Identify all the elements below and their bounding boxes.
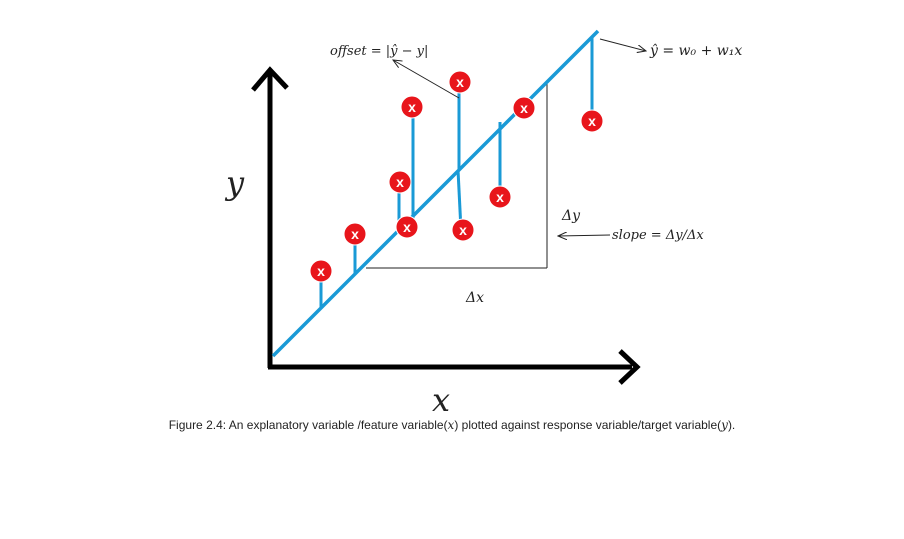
data-points: x x x x x x x x: [309, 70, 604, 283]
data-point: x: [400, 95, 424, 119]
data-point-label: x: [496, 189, 504, 205]
axes: [251, 66, 641, 385]
data-point-label: x: [588, 113, 596, 129]
y-axis-arrowhead: [251, 66, 289, 92]
data-point-label: x: [520, 100, 528, 116]
data-point-label: x: [456, 74, 464, 90]
delta-y-label: Δy: [561, 208, 581, 224]
slope-arrow: [558, 235, 611, 236]
data-point-label: x: [351, 226, 359, 242]
data-point: x: [451, 218, 475, 242]
offset-arrow: [393, 60, 460, 99]
data-point-label: x: [459, 222, 467, 238]
data-point-label: x: [403, 219, 411, 235]
regression-equation: ŷ = w₀ + w₁x: [649, 42, 742, 59]
x-axis-label: x: [432, 381, 450, 419]
figure-caption: Figure 2.4: An explanatory variable /fea…: [0, 418, 904, 432]
data-point-label: x: [317, 263, 325, 279]
x-axis-arrowhead: [618, 349, 641, 385]
data-point: x: [580, 109, 604, 133]
data-point: x: [388, 170, 412, 194]
slope-triangle: [366, 82, 548, 269]
data-point: x: [448, 70, 472, 94]
data-point: x: [309, 259, 333, 283]
data-point-label: x: [408, 99, 416, 115]
data-point: x: [512, 96, 536, 120]
data-point-label: x: [396, 174, 404, 190]
regression-equation-arrow: [599, 38, 646, 51]
data-point: x: [395, 215, 419, 239]
slope-formula: slope = Δy/Δx: [612, 228, 704, 243]
offset-formula: offset = |ŷ − y|: [330, 44, 428, 59]
data-point: x: [343, 222, 367, 246]
y-axis-label: y: [224, 164, 245, 202]
regression-line: [271, 29, 600, 358]
caption-var-x: x: [447, 418, 455, 432]
caption-prefix: Figure 2.4: An explanatory variable /fea…: [168, 418, 448, 432]
caption-var-y: y: [721, 418, 728, 432]
data-point: x: [488, 185, 512, 209]
delta-x-label: Δx: [465, 290, 484, 306]
caption-middle: ) plotted against response variable/targ…: [454, 418, 722, 432]
caption-suffix: ).: [727, 418, 736, 432]
